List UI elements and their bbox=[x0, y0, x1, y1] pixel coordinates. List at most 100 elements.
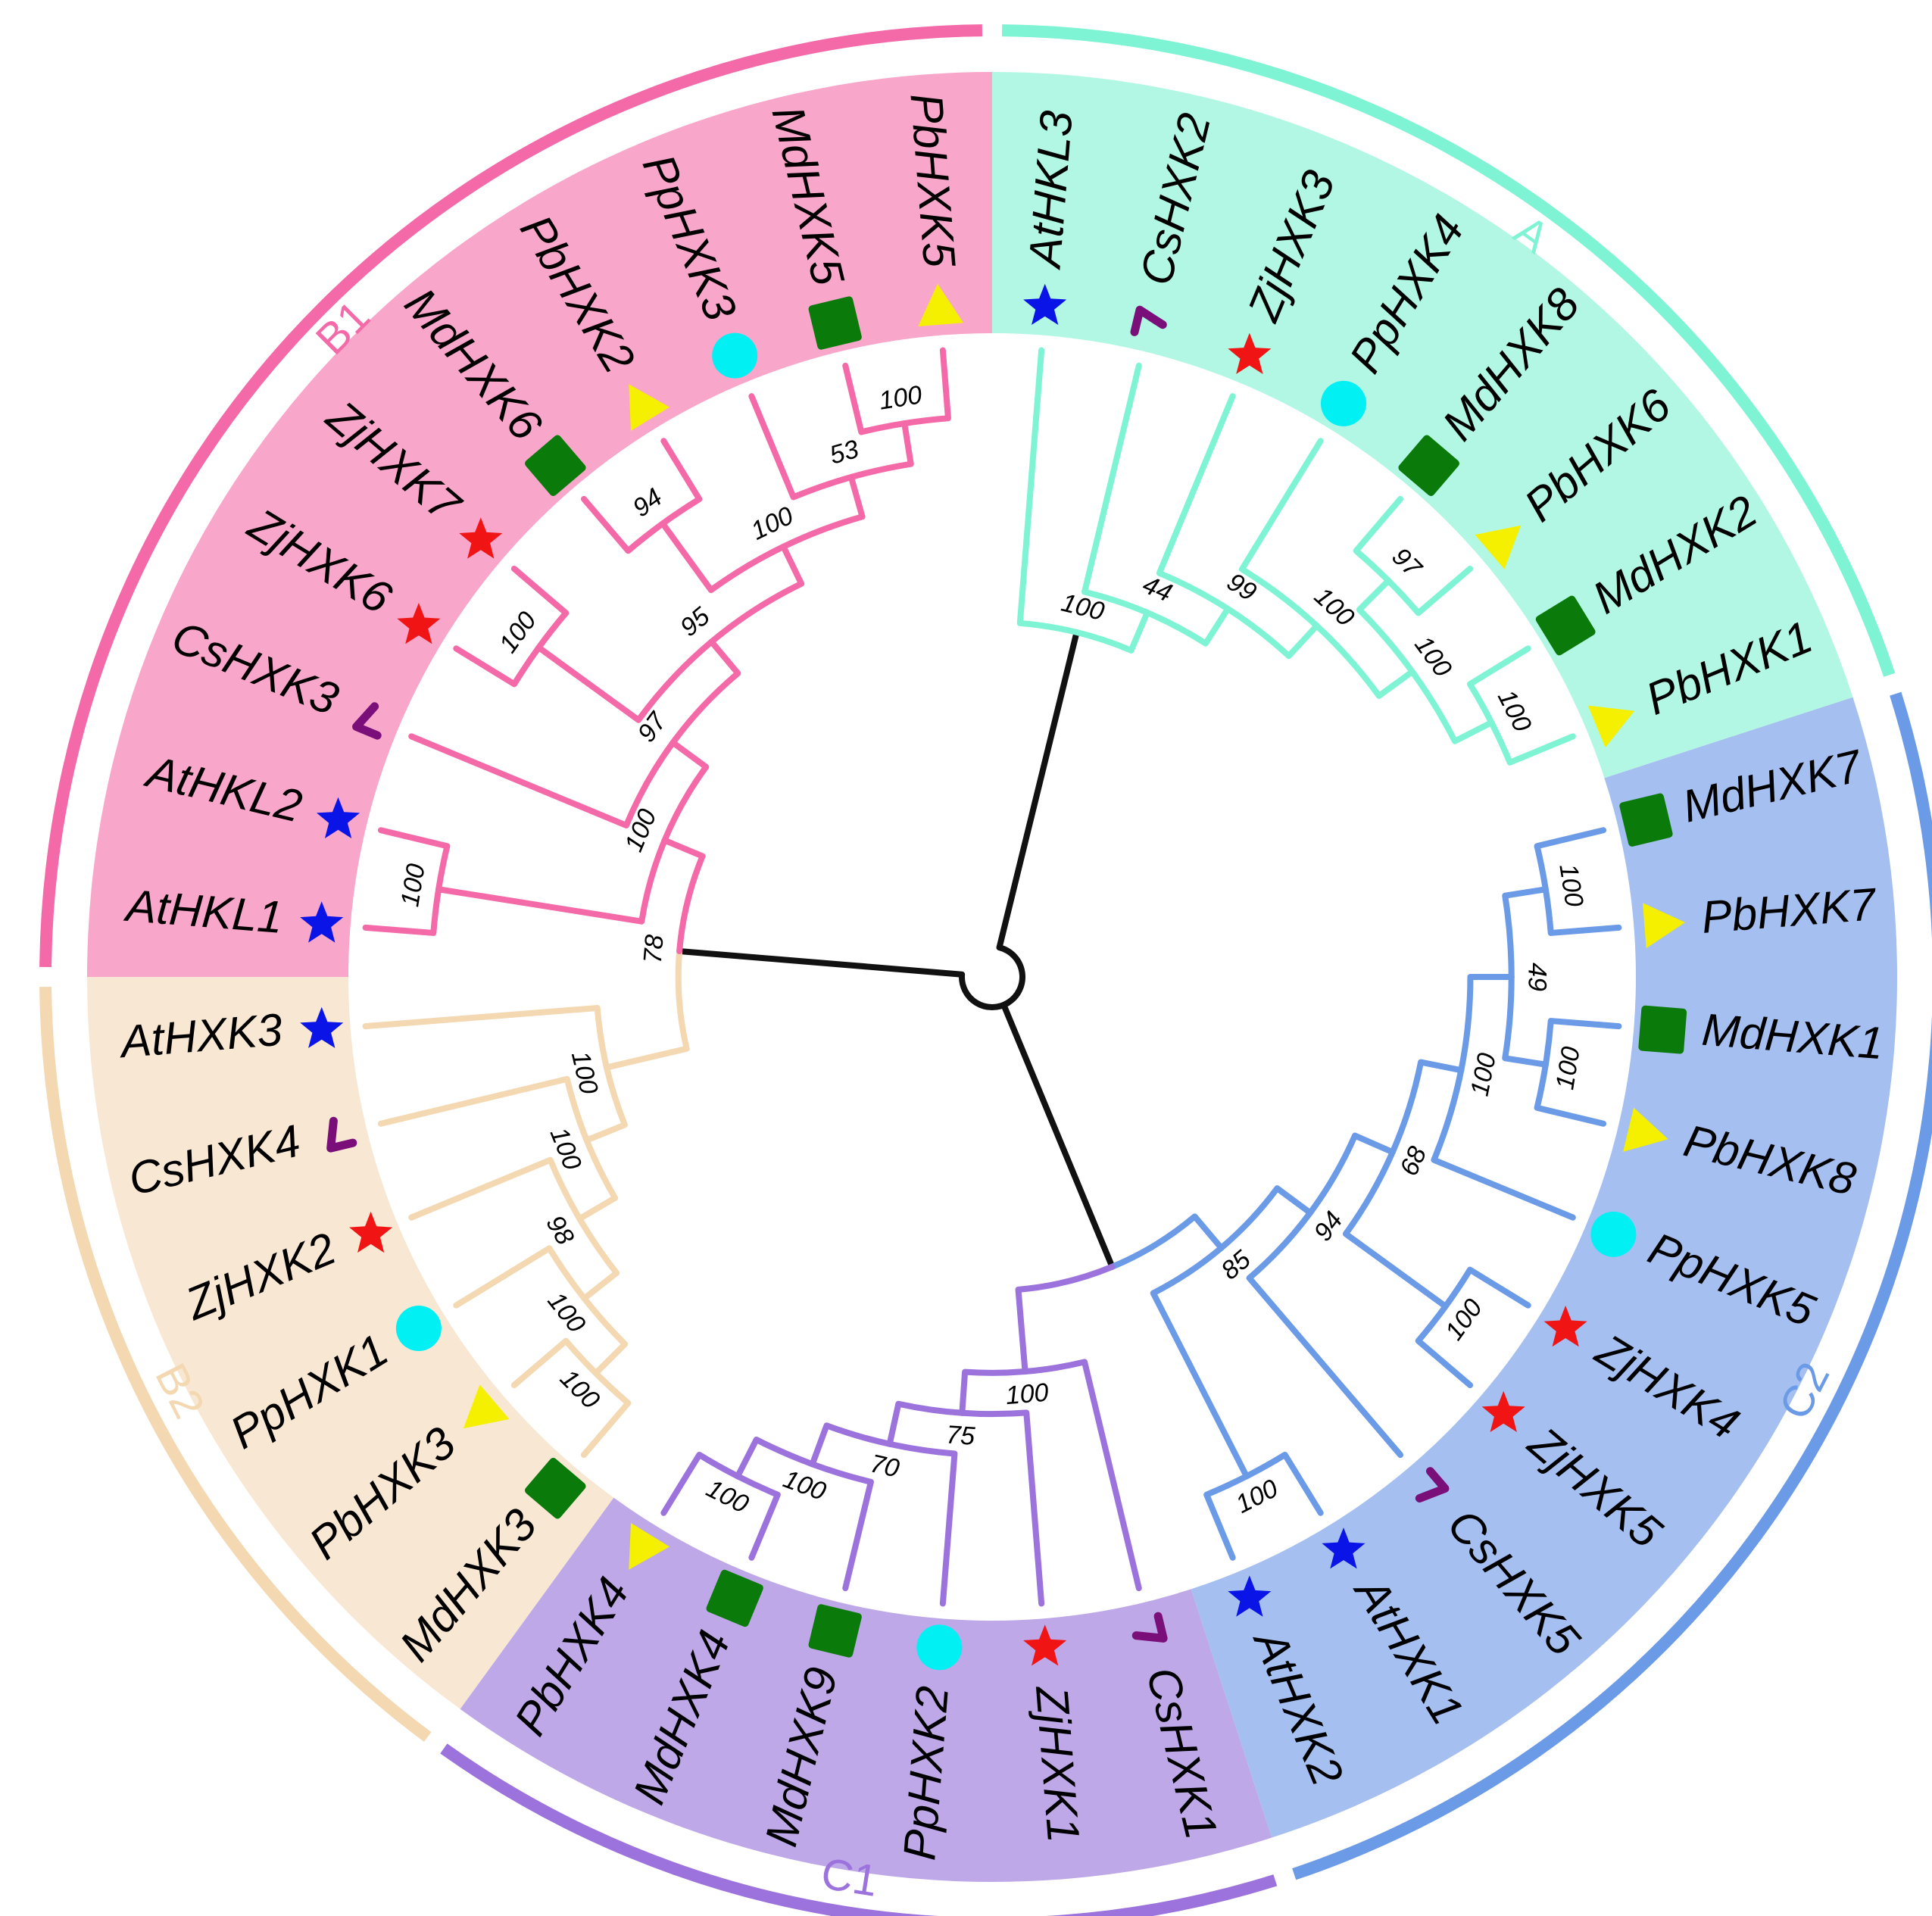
marker-zjhxk1-star-icon bbox=[1023, 1624, 1067, 1666]
branch bbox=[1022, 1359, 1142, 1592]
bootstrap-label: 94 bbox=[628, 482, 668, 523]
bootstrap-label: 100 bbox=[620, 805, 663, 856]
marker-mdhxk2-square-icon bbox=[1535, 595, 1596, 656]
marker-mdhxk1-square-icon bbox=[1638, 1005, 1687, 1054]
bootstrap-label: 97 bbox=[1387, 542, 1428, 583]
clade-arc-c1 bbox=[440, 1743, 1278, 1916]
bootstrap-label: 97 bbox=[632, 707, 673, 747]
leaf-label: AtHKL1 bbox=[123, 880, 285, 943]
branch bbox=[583, 1064, 629, 1144]
branch bbox=[1225, 605, 1320, 660]
branch bbox=[660, 1451, 741, 1516]
marker-mdhxk4-square-icon bbox=[706, 1569, 763, 1627]
bootstrap-label: 100 bbox=[1492, 685, 1537, 737]
marker-pbhxk4-triangle-icon bbox=[629, 1523, 670, 1570]
marker-zjhxk4-star-icon bbox=[1543, 1306, 1587, 1347]
marker-zjhxk3-star-icon bbox=[1228, 332, 1272, 374]
marker-mdhxk3-square-icon bbox=[525, 1457, 586, 1519]
branch bbox=[780, 474, 866, 550]
marker-cshxk3-chevron-icon bbox=[352, 702, 382, 740]
clade-label-c1: C1 bbox=[818, 1849, 881, 1906]
leaf-label: AtHKL3 bbox=[1019, 109, 1081, 271]
marker-pbhxk2-triangle-icon bbox=[629, 384, 670, 431]
clade-band-a bbox=[992, 72, 1853, 779]
clade-arc-b1 bbox=[39, 24, 982, 967]
branch bbox=[377, 827, 451, 893]
clade-backgrounds bbox=[87, 72, 1897, 1882]
outer-clade-arcs bbox=[39, 24, 1932, 1916]
branch bbox=[1385, 565, 1474, 616]
bootstrap-label: 100 bbox=[395, 862, 430, 909]
branch bbox=[886, 1400, 966, 1447]
branch bbox=[1442, 1266, 1531, 1309]
branch bbox=[996, 629, 1080, 1006]
marker-pphxk4-circle-icon bbox=[1320, 380, 1366, 426]
branch bbox=[576, 1215, 620, 1302]
branch bbox=[408, 1156, 583, 1222]
branch bbox=[362, 1005, 610, 1071]
branch bbox=[1156, 393, 1236, 612]
clade-arc-b2 bbox=[39, 987, 432, 1742]
bootstrap-label: 68 bbox=[1394, 1142, 1432, 1180]
branch bbox=[661, 837, 706, 954]
branch bbox=[809, 1422, 893, 1468]
branch bbox=[1073, 609, 1150, 654]
marker-athxk2-star-icon bbox=[1228, 1575, 1272, 1617]
marker-pbhxk8-triangle-icon bbox=[1623, 1107, 1668, 1152]
branch bbox=[1081, 362, 1150, 616]
marker-mdhxk9-square-icon bbox=[808, 1604, 862, 1658]
branch bbox=[535, 638, 715, 723]
branch bbox=[901, 347, 951, 427]
branch bbox=[1356, 577, 1415, 675]
marker-pbhxk5-triangle-icon bbox=[918, 283, 964, 326]
branch bbox=[435, 837, 668, 925]
clade-arc-a bbox=[1002, 24, 1896, 677]
branch bbox=[581, 1295, 629, 1377]
branch bbox=[1015, 1263, 1116, 1375]
bootstrap-label: 95 bbox=[675, 602, 715, 642]
bootstrap-label: 53 bbox=[826, 435, 862, 470]
clade-band-c1 bbox=[460, 1497, 1272, 1882]
branch bbox=[1458, 974, 1515, 1074]
branch bbox=[1534, 827, 1607, 893]
branch bbox=[1542, 1018, 1622, 1068]
marker-pphxk5-circle-icon bbox=[1590, 1211, 1637, 1257]
branch bbox=[1144, 605, 1231, 647]
marker-cshxk2-chevron-icon bbox=[1130, 305, 1167, 336]
bootstrap-label: 49 bbox=[1523, 963, 1552, 991]
bootstrap-label: 94 bbox=[1309, 1206, 1349, 1247]
clade-band-b2 bbox=[87, 977, 614, 1709]
marker-pphxk1-circle-icon bbox=[395, 1305, 442, 1351]
branch bbox=[1488, 719, 1576, 766]
marker-athxk1-star-icon bbox=[1322, 1527, 1366, 1569]
marker-athkl3-star-icon bbox=[1023, 283, 1067, 325]
marker-zjhxk2-star-icon bbox=[349, 1211, 393, 1253]
branch bbox=[1389, 1059, 1465, 1156]
marker-athkl2-star-icon bbox=[317, 797, 360, 838]
marker-pbhxk1-triangle-icon bbox=[1587, 705, 1635, 748]
branch bbox=[708, 543, 805, 645]
marker-pphxk2-circle-icon bbox=[916, 1624, 963, 1671]
branch bbox=[510, 565, 570, 651]
branch bbox=[603, 947, 690, 1071]
marker-zjhxk7-star-icon bbox=[459, 517, 503, 559]
marker-athxk3-star-icon bbox=[300, 1006, 344, 1048]
branch bbox=[1246, 1209, 1404, 1459]
bootstrap-label: 100 bbox=[1465, 1050, 1502, 1098]
marker-cshxk1-chevron-icon bbox=[1131, 1612, 1168, 1643]
bootstrap-label: 100 bbox=[877, 380, 924, 415]
branch bbox=[1431, 1067, 1576, 1221]
leaf-label: ZjHXK1 bbox=[1026, 1683, 1089, 1844]
marker-mdhxk6-square-icon bbox=[525, 435, 586, 497]
branch bbox=[735, 1436, 816, 1480]
branch bbox=[377, 1075, 590, 1144]
branch bbox=[661, 739, 710, 844]
branch bbox=[676, 947, 1011, 1010]
bootstrap-label: 100 bbox=[747, 501, 798, 546]
marker-zjhxk6-star-icon bbox=[397, 603, 441, 644]
branch bbox=[660, 520, 787, 594]
branch bbox=[847, 420, 914, 481]
species-markers bbox=[300, 283, 1687, 1671]
branch bbox=[1313, 623, 1415, 699]
marker-athkl1-star-icon bbox=[300, 901, 344, 943]
